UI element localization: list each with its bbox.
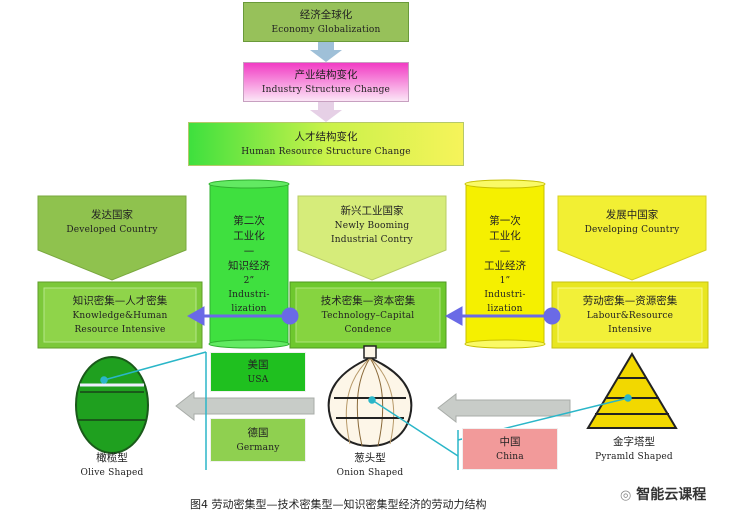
china-zh: 中国	[499, 435, 521, 448]
onion-shape-en: Onion Shaped	[336, 467, 404, 478]
blue-arrow-left-1	[186, 306, 299, 326]
scroll1-l3: —	[499, 245, 511, 257]
watermark: ◎ 智能云课程	[620, 484, 706, 504]
knowledge-intensive-shape	[37, 281, 203, 349]
human-resource-change-box: 人才结构变化 Human Resource Structure Change	[188, 122, 464, 166]
wechat-icon: ◎	[620, 488, 632, 503]
first-industrialization-label: 第一次 工业化 — 工业经济 1” Industri- lization	[466, 196, 544, 334]
scroll2-l3: —	[243, 245, 255, 257]
arrow-down-2	[310, 102, 342, 122]
scroll2-l4: 知识经济	[228, 260, 270, 272]
scroll1-l1: 第一次	[489, 215, 521, 227]
china-en: China	[496, 451, 524, 462]
developed-country-shape	[37, 195, 187, 281]
scroll2-l5: 2”	[243, 276, 255, 286]
germany-box: 德国 Germany	[210, 418, 306, 462]
scroll2-l7: lization	[231, 304, 267, 314]
scroll1-l6: Industri-	[484, 290, 526, 300]
second-industrialization-label: 第二次 工业化 — 知识经济 2” Industri- lization	[210, 196, 288, 334]
pyramid-shape-label: 金字塔型 Pyramld Shaped	[582, 432, 686, 466]
blue-arrow-left-2	[444, 306, 561, 326]
olive-shape-label: 橄榄型 Olive Shaped	[62, 448, 162, 482]
knowledge-intensive-zh: 知识密集—人才密集	[72, 294, 168, 307]
olive-shape-zh: 橄榄型	[96, 451, 128, 464]
grey-arrow-left-1	[175, 390, 315, 422]
usa-zh: 美国	[247, 358, 269, 371]
developed-country-en: Developed Country	[66, 224, 158, 235]
olive-shape-en: Olive Shaped	[80, 467, 144, 478]
usa-en: USA	[247, 374, 269, 385]
pyramid-shape-graphic	[586, 352, 678, 429]
technology-intensive-shape	[289, 281, 447, 349]
newly-booming-zh: 新兴工业国家	[340, 204, 404, 217]
china-box: 中国 China	[462, 428, 558, 470]
scroll1-l4: 工业经济	[484, 260, 526, 272]
grey-arrow-left-2	[437, 392, 571, 424]
labour-intensive-shape	[551, 281, 709, 349]
newly-booming-en1: Newly Booming	[334, 220, 410, 231]
figure-caption: 图4 劳动密集型—技术密集型—知识密集型经济的劳动力结构	[190, 498, 487, 511]
developing-country-shape	[557, 195, 707, 281]
olive-shape-graphic	[75, 356, 149, 454]
industry-change-en: Industry Structure Change	[261, 84, 391, 95]
human-resource-change-en: Human Resource Structure Change	[241, 146, 411, 157]
germany-en: Germany	[236, 442, 280, 453]
watermark-text: 智能云课程	[636, 487, 707, 503]
onion-shape-zh: 葱头型	[354, 451, 386, 464]
scroll2-l2: 工业化	[233, 230, 265, 242]
newly-booming-en2: Industrial Contry	[331, 234, 413, 245]
developed-country-zh: 发达国家	[91, 208, 133, 221]
labour-intensive-en2: Intensive	[608, 324, 652, 335]
labour-intensive-en1: Labour&Resource	[586, 310, 674, 321]
onion-shape-graphic	[327, 345, 413, 448]
scroll1-l5: 1”	[499, 276, 511, 286]
globalization-box: 经济全球化 Economy Globalization	[243, 2, 409, 42]
newly-booming-label: 新兴工业国家 Newly Booming Industrial Contry	[298, 198, 446, 252]
knowledge-intensive-en2: Resource Intensive	[74, 324, 166, 335]
usa-box: 美国 USA	[210, 352, 306, 392]
labour-intensive-zh: 劳动密集—资源密集	[582, 294, 678, 307]
arrow-down-1	[310, 42, 342, 62]
scroll2-l6: Industri-	[228, 290, 270, 300]
technology-intensive-zh: 技术密集—资本密集	[320, 294, 416, 307]
developing-country-en: Developing Country	[584, 224, 680, 235]
developing-country-zh: 发展中国家	[605, 208, 659, 221]
developing-country-label: 发展中国家 Developing Country	[558, 202, 706, 242]
pyramid-shape-zh: 金字塔型	[613, 435, 655, 448]
globalization-en: Economy Globalization	[271, 24, 381, 35]
pyramid-shape-en: Pyramld Shaped	[595, 451, 673, 462]
knowledge-intensive-en1: Knowledge&Human	[72, 310, 168, 321]
scroll1-l2: 工业化	[489, 230, 521, 242]
knowledge-intensive-label: 知识密集—人才密集 Knowledge&Human Resource Inten…	[44, 288, 196, 342]
developed-country-label: 发达国家 Developed Country	[38, 202, 186, 242]
newly-booming-shape	[297, 195, 447, 281]
scroll1-l7: lization	[487, 304, 523, 314]
industry-change-zh: 产业结构变化	[294, 68, 358, 81]
onion-shape-label: 葱头型 Onion Shaped	[320, 448, 420, 482]
industry-change-box: 产业结构变化 Industry Structure Change	[243, 62, 409, 102]
scroll2-l1: 第二次	[233, 215, 265, 227]
human-resource-change-zh: 人才结构变化	[294, 130, 358, 143]
germany-zh: 德国	[247, 426, 269, 439]
technology-intensive-en2: Condence	[344, 324, 392, 335]
globalization-zh: 经济全球化	[299, 8, 353, 21]
labour-intensive-label: 劳动密集—资源密集 Labour&Resource Intensive	[558, 288, 702, 342]
technology-intensive-en1: Technology–Capital	[321, 310, 415, 321]
technology-intensive-label: 技术密集—资本密集 Technology–Capital Condence	[296, 288, 440, 342]
